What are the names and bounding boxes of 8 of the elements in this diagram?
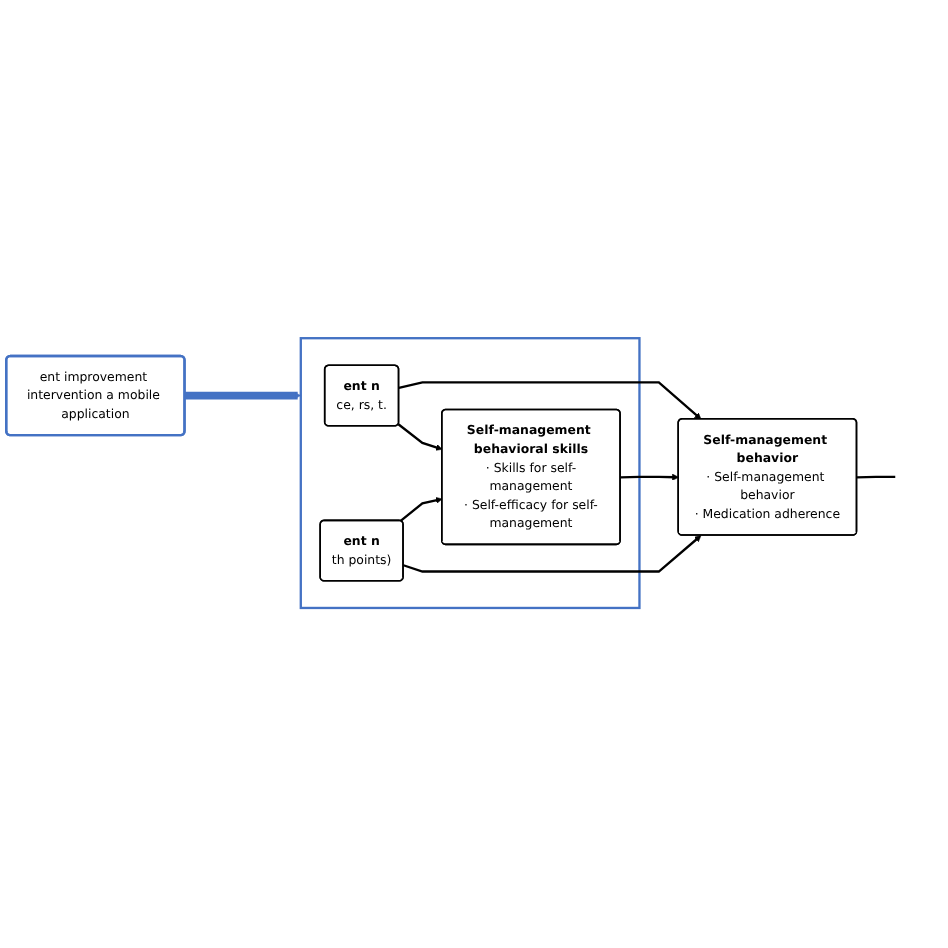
arrow (403, 536, 702, 574)
cluster (299, 337, 641, 611)
arrow (399, 497, 443, 523)
arrow (620, 474, 679, 482)
arrow (398, 382, 702, 421)
arrow (397, 424, 443, 452)
connector (856, 476, 896, 480)
arrow (184, 392, 302, 401)
